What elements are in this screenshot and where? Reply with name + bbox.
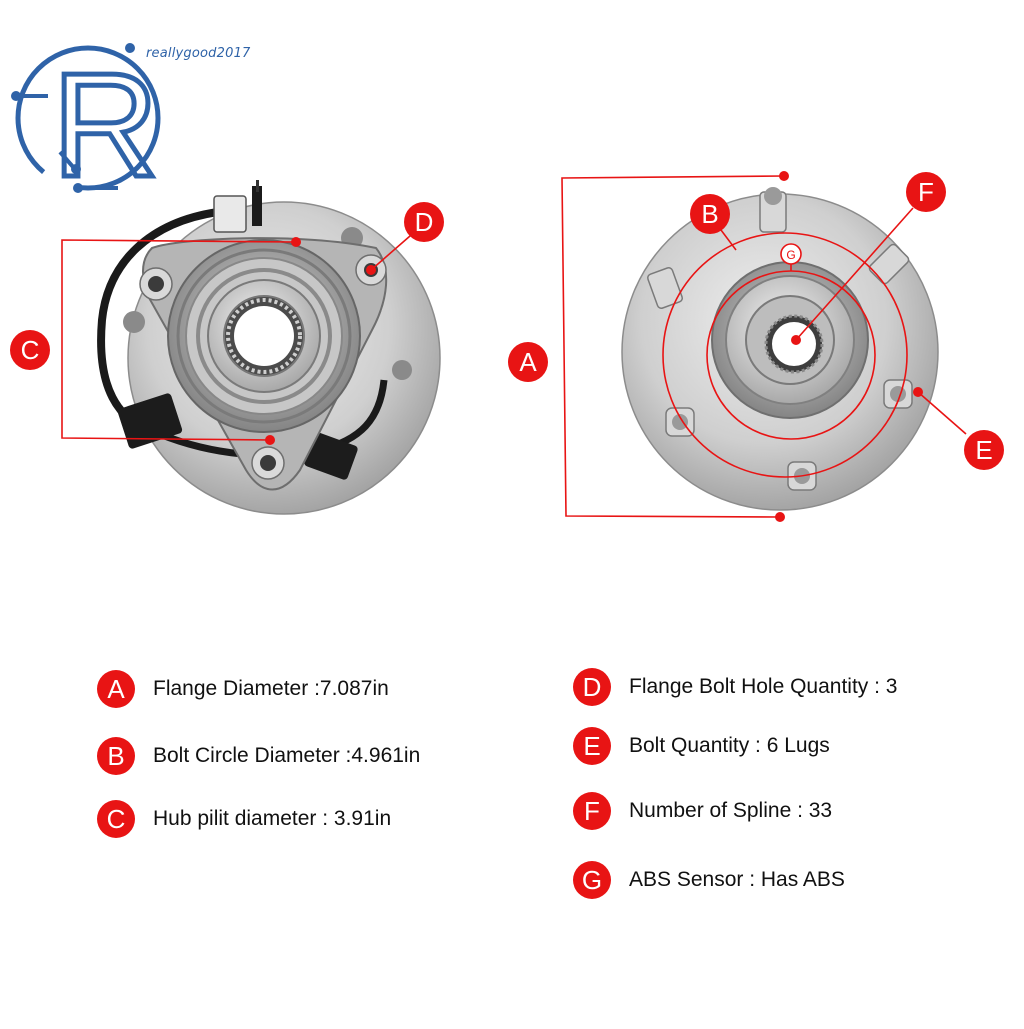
- spec-e-text: Bolt Quantity : 6 Lugs: [629, 734, 830, 757]
- callout-f-leader: [791, 207, 914, 345]
- spec-b-badge: B: [97, 737, 135, 775]
- logo-letter: R: [52, 43, 159, 208]
- hub-front-view: [621, 187, 939, 511]
- svg-text:A: A: [519, 347, 537, 377]
- badge-f: F: [906, 172, 946, 212]
- hub-back-view: [97, 180, 441, 515]
- spec-g-badge: G: [573, 861, 611, 899]
- svg-text:B: B: [701, 199, 718, 229]
- spec-d-text: Flange Bolt Hole Quantity : 3: [629, 675, 898, 698]
- svg-text:D: D: [415, 207, 434, 237]
- svg-text:C: C: [21, 335, 40, 365]
- badge-c: C: [10, 330, 50, 370]
- spec-e: E Bolt Quantity : 6 Lugs: [573, 724, 830, 768]
- badge-b: B: [690, 194, 730, 234]
- spec-c: C Hub pilit diameter : 3.91in: [97, 797, 391, 841]
- spec-b: B Bolt Circle Diameter :4.961in: [97, 734, 420, 778]
- spec-b-text: Bolt Circle Diameter :4.961in: [153, 744, 421, 767]
- callout-c-bracket: [61, 237, 301, 445]
- spec-c-badge: C: [97, 800, 135, 838]
- svg-text:G: G: [786, 248, 795, 262]
- spec-a-text: Flange Diameter :7.087in: [153, 677, 389, 700]
- spec-e-badge: E: [573, 727, 611, 765]
- badge-e: E: [964, 430, 1004, 470]
- spec-a: A Flange Diameter :7.087in: [97, 667, 389, 711]
- callout-a-bracket: [561, 171, 789, 522]
- callout-d-leader: [366, 235, 411, 275]
- svg-text:E: E: [975, 435, 992, 465]
- spec-f: F Number of Spline : 33: [573, 789, 832, 833]
- spec-a-badge: A: [97, 670, 135, 708]
- spec-d: D Flange Bolt Hole Quantity : 3: [573, 665, 897, 709]
- spec-d-badge: D: [573, 668, 611, 706]
- spec-f-badge: F: [573, 792, 611, 830]
- brand-name: reallygood2017: [146, 46, 251, 61]
- spec-g: G ABS Sensor : Has ABS: [573, 858, 845, 902]
- callout-e-leader: [913, 387, 967, 435]
- badge-a: A: [508, 342, 548, 382]
- svg-text:F: F: [918, 177, 934, 207]
- spec-c-text: Hub pilit diameter : 3.91in: [153, 807, 392, 830]
- spec-g-text: ABS Sensor : Has ABS: [629, 868, 845, 891]
- spec-f-text: Number of Spline : 33: [629, 799, 833, 822]
- badge-d: D: [404, 202, 444, 242]
- badge-g: G: [780, 243, 802, 265]
- brand-logo: R: [11, 41, 163, 211]
